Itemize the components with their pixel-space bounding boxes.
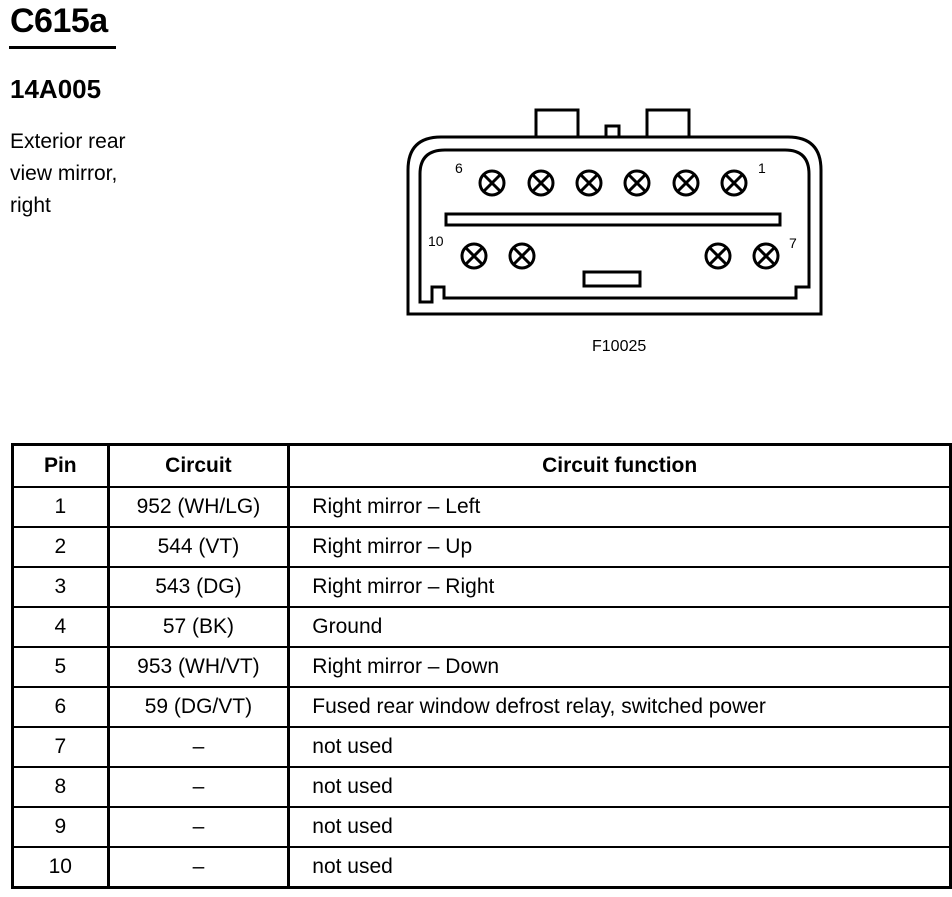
cell-circuit: 543 (DG) [107, 566, 291, 608]
cell-pin: 2 [11, 526, 110, 568]
header-circuit: Circuit [107, 443, 291, 488]
header-function: Circuit function [287, 443, 952, 488]
table-row: 10 – not used [11, 846, 952, 889]
cell-pin: 10 [11, 846, 110, 889]
divider-bar [444, 212, 782, 227]
cell-pin: 4 [11, 606, 110, 648]
cell-function: Fused rear window defrost relay, switche… [287, 686, 952, 728]
table-row: 4 57 (BK) Ground [11, 606, 952, 648]
pin-label-10: 10 [428, 233, 444, 249]
cell-function: not used [287, 766, 952, 808]
table-row: 2 544 (VT) Right mirror – Up [11, 526, 952, 568]
cell-circuit: – [107, 806, 291, 848]
connector-face-diagram: 6 1 10 7 [406, 108, 823, 316]
cell-pin: 3 [11, 566, 110, 608]
pin-table: Pin Circuit Circuit function 1 952 (WH/L… [11, 443, 952, 889]
table-row: 7 – not used [11, 726, 952, 768]
cell-function: Right mirror – Right [287, 566, 952, 608]
pin-10-icon [460, 242, 488, 270]
pin-4-icon [575, 169, 603, 197]
table-row: 6 59 (DG/VT) Fused rear window defrost r… [11, 686, 952, 728]
pin-9-icon [508, 242, 536, 270]
pin-6-icon [478, 169, 506, 197]
cell-circuit: 953 (WH/VT) [107, 646, 291, 688]
description-line: view mirror, [10, 162, 118, 185]
cell-pin: 6 [11, 686, 110, 728]
cell-function: Ground [287, 606, 952, 648]
pin-label-7: 7 [789, 235, 797, 251]
connector-description: Exterior rear view mirror, right [10, 126, 190, 222]
connector-id: C615a [10, 2, 108, 40]
cell-circuit: – [107, 726, 291, 768]
pin-label-6: 6 [455, 160, 463, 176]
pin-7-icon [752, 242, 780, 270]
cell-function: not used [287, 846, 952, 889]
cell-circuit: 952 (WH/LG) [107, 486, 291, 528]
pin-3-icon [623, 169, 651, 197]
cell-pin: 9 [11, 806, 110, 848]
pin-5-icon [527, 169, 555, 197]
table-row: 5 953 (WH/VT) Right mirror – Down [11, 646, 952, 688]
cell-function: not used [287, 806, 952, 848]
cell-circuit: – [107, 846, 291, 889]
cell-function: Right mirror – Down [287, 646, 952, 688]
cell-pin: 1 [11, 486, 110, 528]
description-line: Exterior rear [10, 130, 126, 153]
title-underline [9, 46, 116, 49]
cell-pin: 7 [11, 726, 110, 768]
cell-circuit: – [107, 766, 291, 808]
cell-function: Right mirror – Up [287, 526, 952, 568]
description-line: right [10, 194, 51, 217]
pin-8-icon [704, 242, 732, 270]
pin-label-1: 1 [758, 160, 766, 176]
cell-circuit: 59 (DG/VT) [107, 686, 291, 728]
cell-circuit: 57 (BK) [107, 606, 291, 648]
header-pin: Pin [11, 443, 110, 488]
table-header-row: Pin Circuit Circuit function [11, 443, 952, 488]
cell-function: Right mirror – Left [287, 486, 952, 528]
cell-pin: 5 [11, 646, 110, 688]
table-row: 8 – not used [11, 766, 952, 808]
cell-pin: 8 [11, 766, 110, 808]
table-row: 1 952 (WH/LG) Right mirror – Left [11, 486, 952, 528]
pin-2-icon [672, 169, 700, 197]
table-row: 9 – not used [11, 806, 952, 848]
table-row: 3 543 (DG) Right mirror – Right [11, 566, 952, 608]
cell-circuit: 544 (VT) [107, 526, 291, 568]
pin-1-icon [720, 169, 748, 197]
cell-function: not used [287, 726, 952, 768]
figure-id: F10025 [592, 338, 647, 355]
part-number: 14A005 [10, 74, 102, 104]
bottom-key [582, 270, 642, 288]
